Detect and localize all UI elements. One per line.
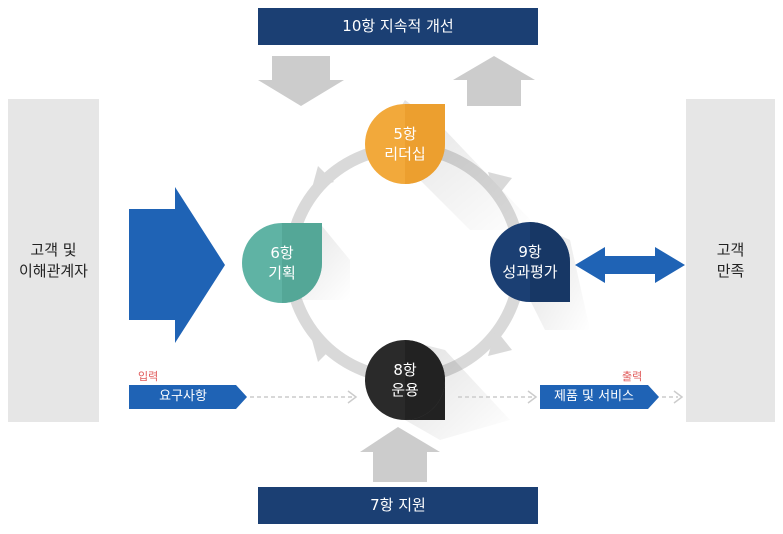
planning-title: 기획 — [268, 264, 296, 282]
node-evaluation — [490, 222, 570, 302]
dashed-arrowhead — [527, 390, 538, 404]
products-services-label-box: 제품 및 서비스 — [540, 385, 648, 409]
dashed-arrowhead — [347, 390, 358, 404]
ring-arrowhead — [312, 340, 334, 362]
output-tag: 출력 — [622, 370, 643, 383]
gray-down-arrow — [258, 56, 344, 106]
ring-arrowhead — [488, 330, 512, 356]
requirements-label: 요구사항 — [159, 389, 207, 405]
input-label-shape — [129, 385, 247, 409]
planning-number: 6항 — [270, 243, 294, 262]
double-arrow — [575, 247, 685, 283]
requirements-label-box: 요구사항 — [129, 385, 237, 409]
customer-satisfaction-box: 고객 만족 — [686, 99, 775, 422]
stakeholders-box: 고객 및 이해관계자 — [8, 99, 99, 422]
gray-up-arrow-bottom — [360, 427, 440, 482]
node-planning — [242, 223, 322, 303]
support-label: 7항 지원 — [370, 496, 426, 515]
evaluation-number: 9항 — [518, 242, 542, 261]
products-services-label: 제품 및 서비스 — [553, 389, 635, 405]
node-operation — [365, 340, 445, 420]
input-tag: 입력 — [138, 370, 159, 383]
customer-satisfaction-label: 고객 만족 — [716, 241, 745, 280]
leadership-title: 리더십 — [384, 145, 426, 163]
support-bar: 7항 지원 — [258, 487, 538, 524]
continuous-improvement-label: 10항 지속적 개선 — [342, 17, 454, 36]
node-leadership — [365, 104, 445, 184]
evaluation-title: 성과평가 — [502, 263, 558, 281]
continuous-improvement-bar: 10항 지속적 개선 — [258, 8, 538, 45]
leadership-number: 5항 — [393, 124, 417, 143]
operation-title: 운용 — [391, 381, 419, 399]
output-label-shape — [540, 385, 659, 409]
ring-arrowhead — [312, 166, 334, 188]
gray-up-arrow — [453, 56, 535, 106]
stakeholders-label: 고객 및 이해관계자 — [18, 241, 88, 280]
input-big-arrow — [129, 187, 225, 343]
dashed-arrowhead — [673, 390, 684, 404]
operation-number: 8항 — [393, 360, 417, 379]
